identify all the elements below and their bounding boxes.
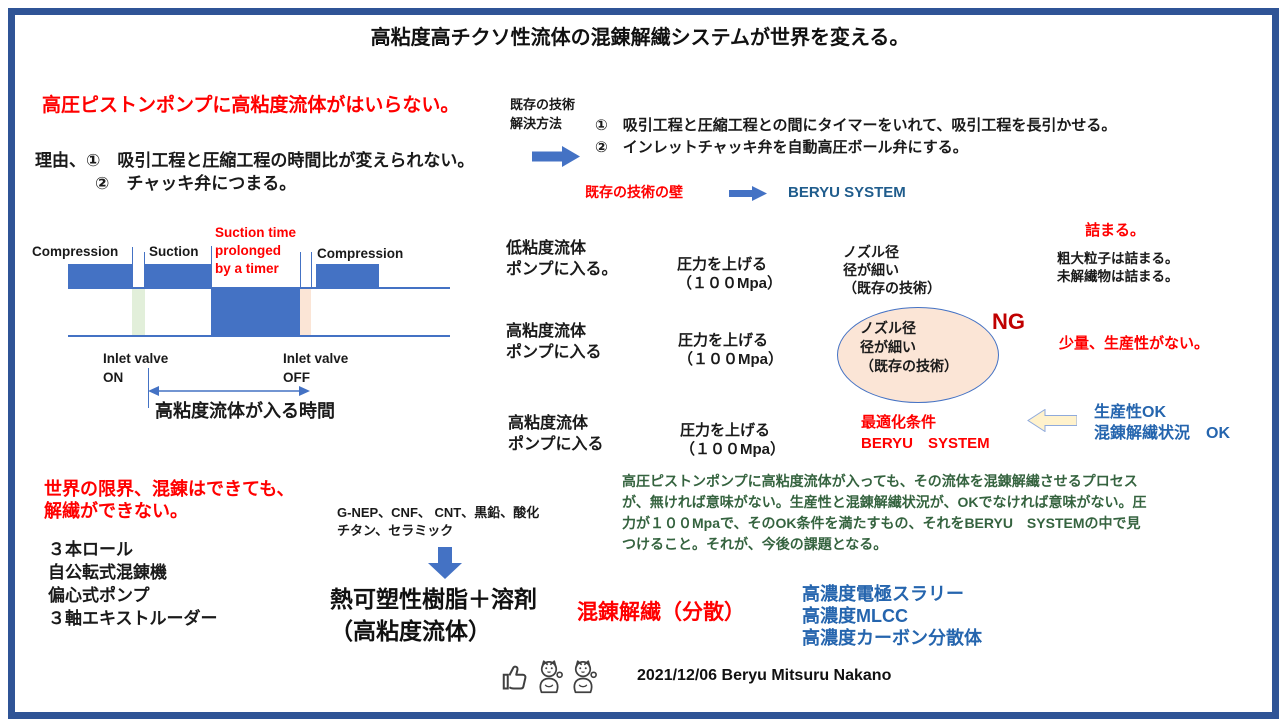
- row3-fluid: 高粘度流体 ポンプに入る: [508, 415, 604, 453]
- thumbs-up-icon: [500, 658, 530, 700]
- low-volume-label: 少量、生産性がない。: [1059, 335, 1210, 352]
- duration-label: 高粘度流体が入る時間: [155, 401, 335, 421]
- materials-label: G-NEP、CNF、 CNT、黒鉛、酸化 チタン、セラミック: [337, 505, 540, 538]
- clog-title: 詰まる。: [1085, 222, 1146, 239]
- optimal-condition-label: 最適化条件 BERYU SYSTEM: [861, 414, 990, 452]
- world-limit-label: 世界の限界、混錬はできても、 解繊ができない。: [44, 479, 295, 521]
- maneki-neko-icon: [568, 658, 598, 700]
- resin-label: 熱可塑性樹脂＋溶剤 （高粘度流体）: [330, 586, 537, 644]
- inlet-off-strip: [300, 289, 311, 335]
- left-arrow-icon: [1027, 408, 1078, 438]
- application-list: 高濃度電極スラリー 高濃度MLCC 高濃度カーボン分散体: [802, 583, 982, 649]
- timeline-bottom: [68, 335, 450, 337]
- reason-line-1: 理由、① 吸引工程と圧縮工程の時間比が変えられない。: [35, 151, 475, 170]
- footer-icons: [500, 658, 598, 700]
- problem-headline: 高圧ピストンポンプに高粘度流体がはいらない。: [42, 95, 460, 116]
- clog-detail: 粗大粒子は詰まる。 未解繊物は詰まる。: [1057, 251, 1179, 284]
- tick-line: [211, 246, 212, 287]
- prolonged-suction-bar: [211, 289, 300, 335]
- tick-line: [144, 252, 145, 287]
- solution-line-1: ① 吸引工程と圧縮工程との間にタイマーをいれて、吸引工程を長引かせる。: [595, 117, 1117, 134]
- right-arrow-icon: [729, 186, 767, 207]
- suction-bar: [145, 264, 211, 287]
- tech-wall-label: 既存の技術の壁: [585, 184, 683, 200]
- compression-bar-1: [68, 264, 132, 287]
- tick-line: [148, 368, 149, 408]
- list-item: 高濃度MLCC: [802, 606, 908, 626]
- compression-label-1: Compression: [32, 244, 119, 259]
- challenge-note: 高圧ピストンポンプに高粘度流体が入っても、その流体を混錬解繊させるプロセス が、…: [622, 473, 1147, 552]
- list-item: 高濃度電極スラリー: [802, 584, 964, 604]
- down-arrow-icon: [428, 547, 462, 585]
- slide-border: [8, 8, 1279, 719]
- row3-pressure: 圧力を上げる （１００Mpa）: [680, 422, 786, 458]
- row1-fluid: 低粘度流体 ポンプに入る。: [506, 240, 618, 278]
- inlet-on-strip: [132, 289, 145, 335]
- suction-label: Suction: [149, 244, 199, 259]
- compression-label-2: Compression: [317, 246, 404, 261]
- tick-line: [132, 247, 133, 287]
- tick-line: [311, 252, 312, 287]
- row1-nozzle: ノズル径 径が細い （既存の技術）: [843, 244, 941, 296]
- credit-text: 2021/12/06 Beryu Mitsuru Nakano: [637, 667, 892, 684]
- inlet-valve-off-label: Inlet valve OFF: [283, 351, 349, 385]
- list-item: ３軸エキストルーダー: [48, 609, 218, 628]
- tick-line: [300, 252, 301, 287]
- solution-line-2: ② インレットチャッキ弁を自動高圧ボール弁にする。: [595, 139, 968, 156]
- reason-line-2: ② チャッキ弁につまる。: [95, 174, 297, 193]
- compression-bar-2: [316, 264, 379, 287]
- maneki-neko-icon: [534, 658, 564, 700]
- ng-badge: NG: [992, 309, 1025, 334]
- nozzle-ellipse: [837, 307, 999, 403]
- dispersion-label: 混錬解繊（分散）: [577, 601, 745, 624]
- list-item: ３本ロール: [48, 540, 133, 559]
- double-arrow-icon: [148, 384, 310, 404]
- timeline-top: [68, 287, 450, 289]
- page-title: 高粘度高チクソ性流体の混錬解繊システムが世界を変える。: [370, 27, 910, 49]
- row2-fluid: 高粘度流体 ポンプに入る: [506, 323, 602, 361]
- prolonged-label: Suction time prolonged by a timer: [215, 225, 297, 276]
- list-item: 偏心式ポンプ: [48, 586, 150, 605]
- machine-list: ３本ロール 自公転式混錬機 偏心式ポンプ ３軸エキストルーダー: [48, 538, 218, 630]
- right-arrow-icon: [532, 146, 580, 173]
- list-item: 自公転式混錬機: [48, 563, 167, 582]
- beryu-system-label: BERYU SYSTEM: [788, 184, 906, 201]
- ok-status-label: 生産性OK 混錬解繊状況 OK: [1094, 404, 1231, 442]
- existing-tech-label: 既存の技術 解決方法: [510, 97, 576, 131]
- row1-pressure: 圧力を上げる （１００Mpa）: [677, 256, 783, 292]
- row2-pressure: 圧力を上げる （１００Mpa）: [678, 332, 784, 368]
- inlet-valve-on-label: Inlet valve ON: [103, 351, 169, 385]
- nozzle-ellipse-text: ノズル径 径が細い （既存の技術）: [860, 320, 958, 374]
- list-item: 高濃度カーボン分散体: [802, 628, 982, 648]
